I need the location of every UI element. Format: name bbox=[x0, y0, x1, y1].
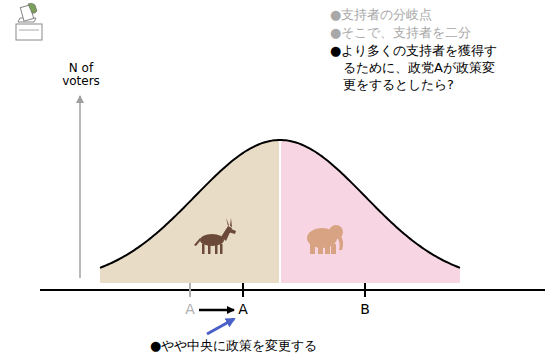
split-line bbox=[279, 140, 281, 283]
question-text: ●より多くの支持者を獲得するために、政党Aが政策変更をするとしたら? bbox=[330, 43, 507, 94]
distribution-curve bbox=[100, 140, 460, 283]
axis-label: N of voters bbox=[56, 62, 106, 87]
note-text: ●支持者の分岐点 bbox=[330, 7, 432, 24]
elephant-icon bbox=[307, 225, 343, 254]
left-region bbox=[100, 140, 280, 283]
note-text: ●そこで、支持者を二分 bbox=[330, 25, 471, 42]
tick-label: A bbox=[238, 300, 248, 318]
tick-label: A bbox=[185, 300, 195, 318]
shift-arrow bbox=[199, 309, 234, 312]
donkey-icon bbox=[194, 218, 236, 254]
curve-line bbox=[100, 140, 460, 268]
tick-mark bbox=[364, 283, 366, 297]
note-text: ●やや中央に政策を変更する bbox=[150, 338, 317, 355]
right-region bbox=[280, 140, 460, 283]
tick-mark bbox=[242, 283, 244, 297]
tick-label: B bbox=[360, 300, 370, 318]
tick-mark bbox=[189, 283, 191, 297]
y-axis bbox=[79, 96, 81, 278]
pointer-arrow bbox=[207, 319, 234, 334]
x-axis bbox=[40, 289, 545, 291]
ballot-icon bbox=[16, 3, 42, 40]
